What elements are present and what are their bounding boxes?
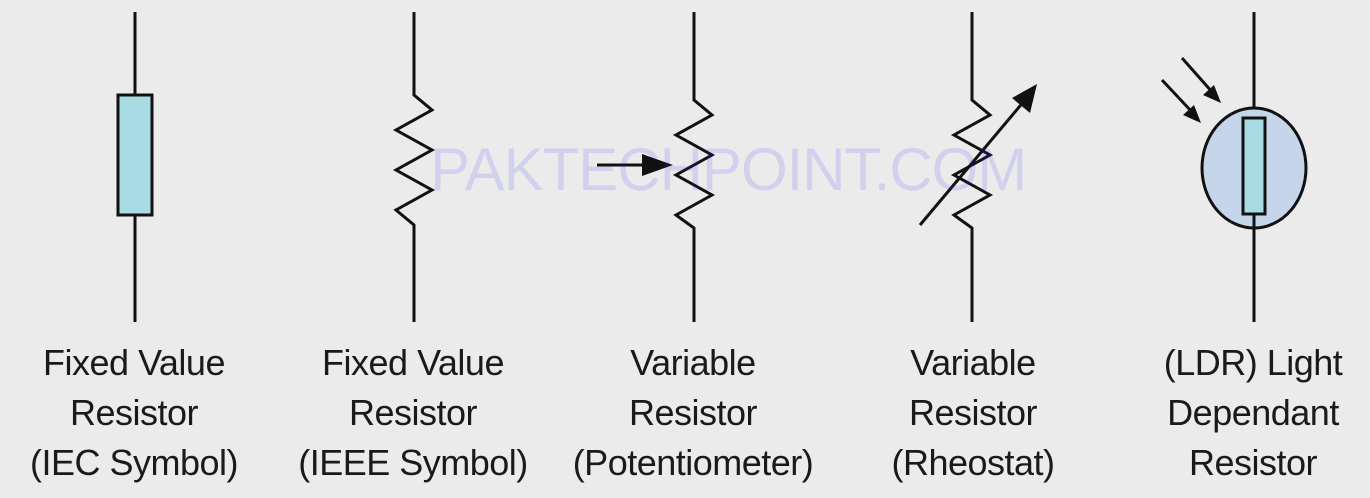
caption-potentiometer: Variable Resistor (Potentiometer) (553, 338, 833, 488)
wiper-arrowhead (642, 154, 673, 176)
ieee-fixed-resistor-symbol (392, 12, 436, 322)
caption-line: Resistor (348, 392, 478, 433)
caption-line: Variable (910, 342, 1036, 383)
caption-line: Resistor (628, 392, 758, 433)
caption-line: Fixed Value (43, 342, 225, 383)
light-ray-2-arrowhead (1183, 105, 1201, 123)
zigzag-resistor (392, 12, 436, 322)
light-ray-2 (1160, 78, 1195, 115)
caption-line: Fixed Value (322, 342, 504, 383)
potentiometer-symbol (597, 12, 716, 322)
variable-arrow-line (918, 99, 1027, 226)
light-ray-1 (1180, 57, 1215, 94)
caption-line: Dependant (1167, 392, 1339, 433)
caption-line: (LDR) Light (1163, 342, 1343, 383)
zigzag-resistor (672, 12, 716, 322)
caption-iec-fixed-resistor: Fixed Value Resistor (IEC Symbol) (0, 338, 274, 488)
caption-line: Resistor (908, 392, 1038, 433)
resistor-body (116, 93, 154, 217)
caption-line: (Potentiometer) (572, 442, 814, 483)
resistor-body (1241, 116, 1267, 216)
caption-line: Resistor (1188, 442, 1318, 483)
caption-rheostat: Variable Resistor (Rheostat) (833, 338, 1113, 488)
light-ray-1-arrowhead (1203, 85, 1221, 103)
caption-ldr: (LDR) Light Dependant Resistor (1113, 338, 1370, 488)
caption-line: Resistor (69, 392, 199, 433)
ldr-symbol (1160, 12, 1308, 322)
watermark-text: PAKTECHPOINT.COM (430, 136, 1027, 203)
caption-line: (IEEE Symbol) (298, 442, 528, 483)
caption-line: (IEC Symbol) (29, 442, 239, 483)
rheostat-symbol (918, 12, 1037, 322)
iec-fixed-resistor-symbol (116, 12, 154, 322)
caption-line: Variable (630, 342, 756, 383)
variable-arrowhead (1012, 84, 1037, 113)
caption-line: (Rheostat) (891, 442, 1055, 483)
caption-ieee-fixed-resistor: Fixed Value Resistor (IEEE Symbol) (273, 338, 553, 488)
